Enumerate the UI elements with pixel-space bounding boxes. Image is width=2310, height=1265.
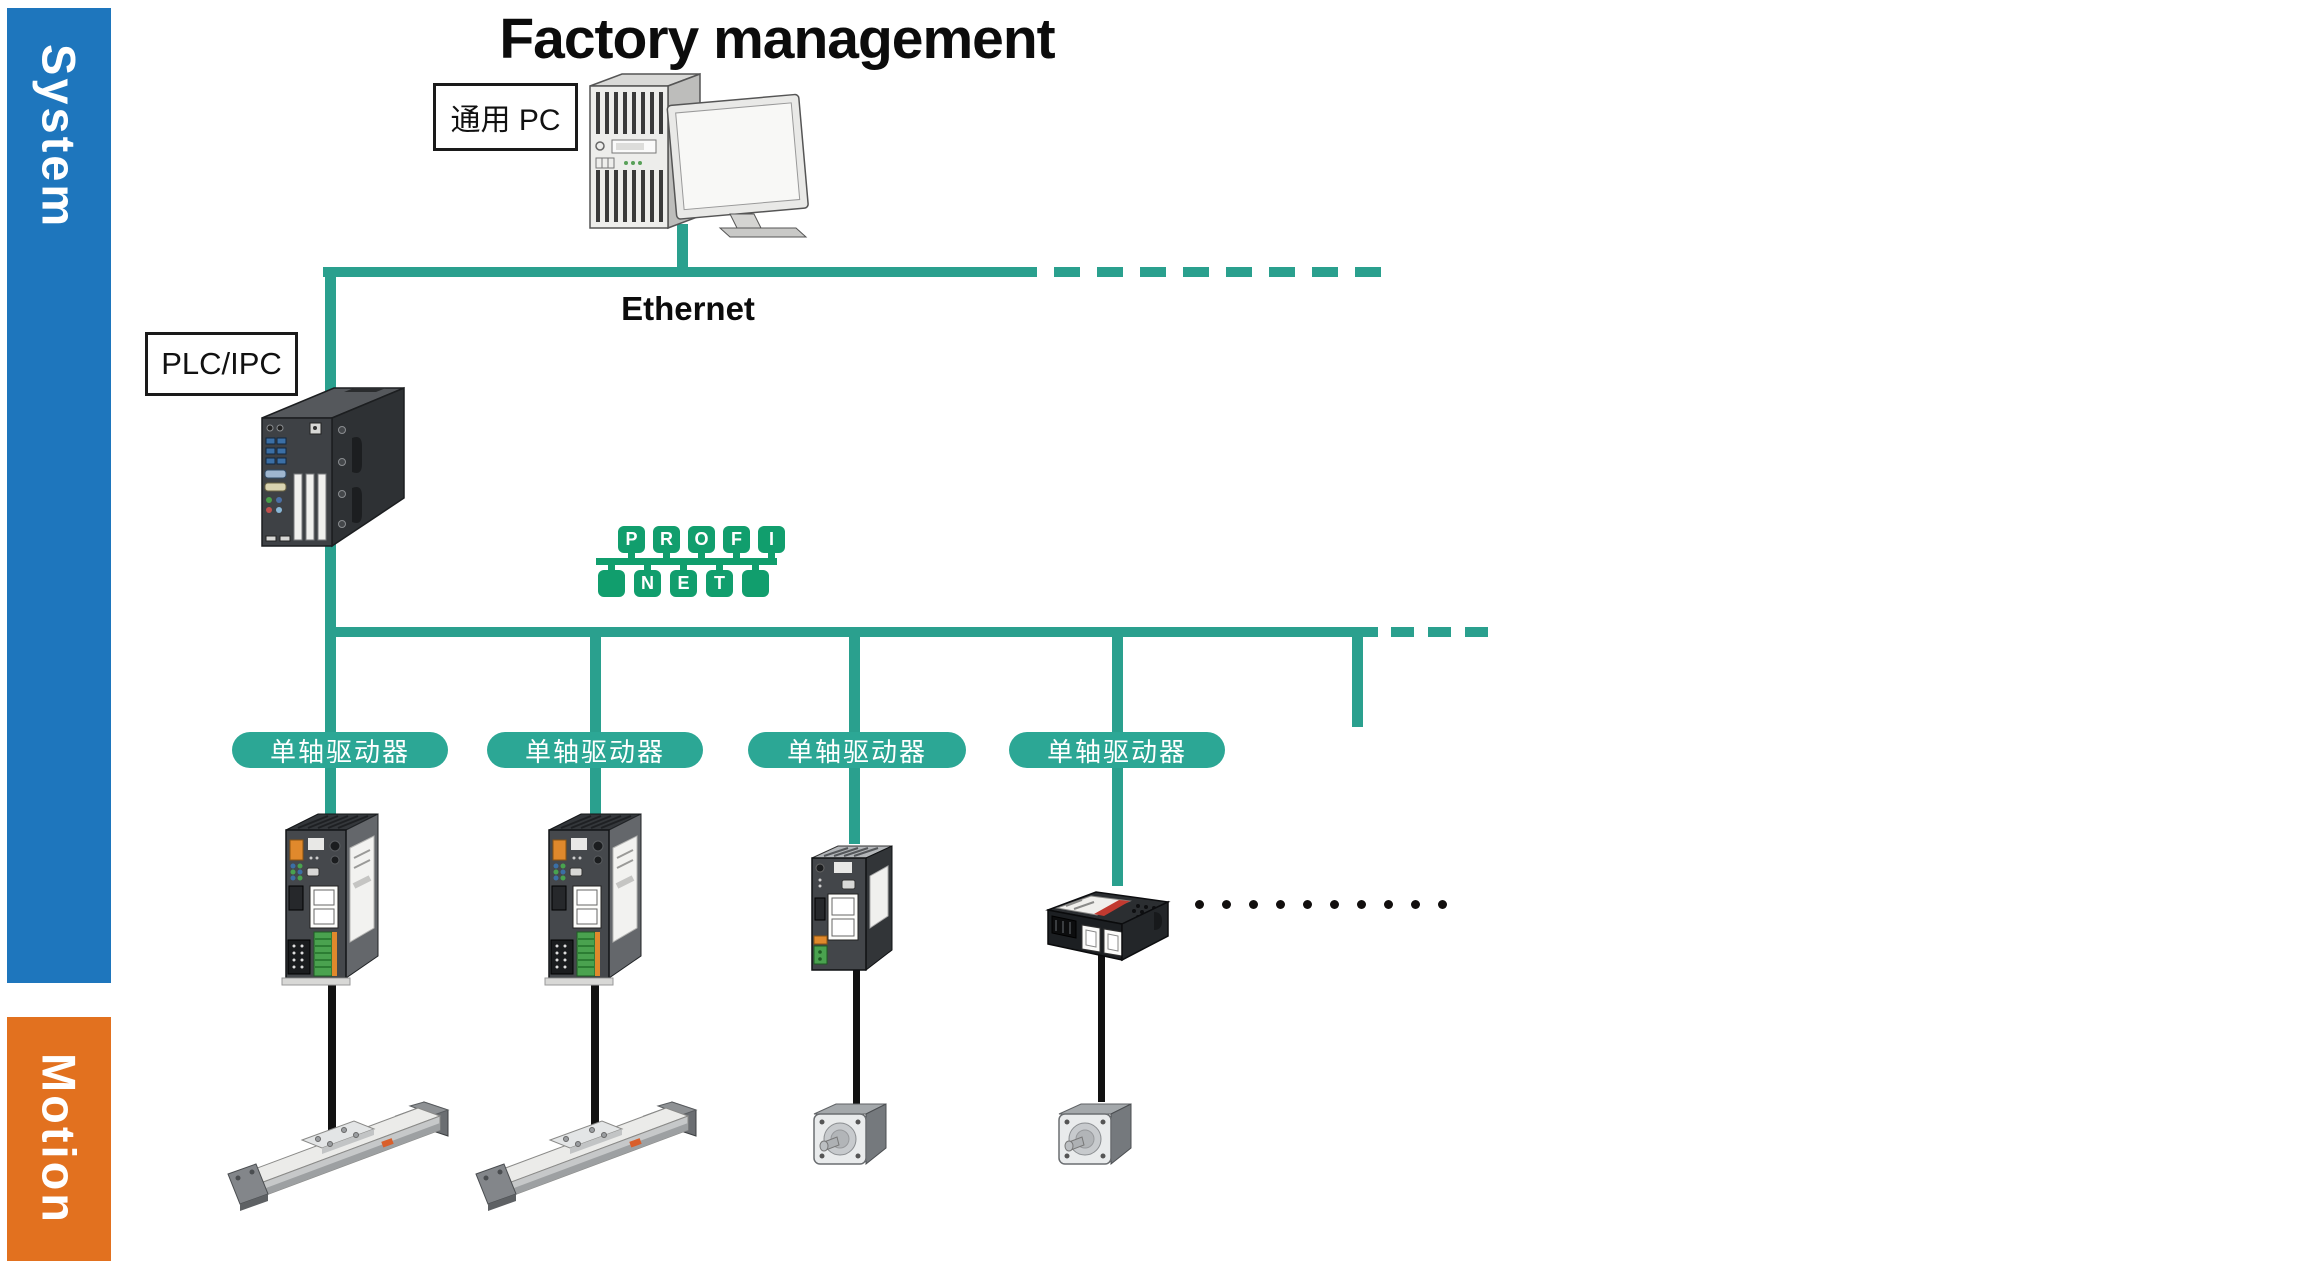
profinet-tile-blank1: [598, 570, 625, 597]
more-devices-ellipsis: [1195, 900, 1447, 909]
pc-drop-line: [677, 224, 688, 272]
axis1-motor-cable: [328, 978, 336, 1130]
stepper-motor3-illustration: [813, 1103, 887, 1166]
axis-driver-pill-4: 单轴驱动器: [1009, 732, 1225, 768]
ellipsis-dot: [1438, 900, 1447, 909]
axis-driver-pill-3: 单轴驱动器: [748, 732, 966, 768]
profinet-logo-bus-bar: [596, 558, 777, 565]
motion-sidebar: Motion: [7, 1017, 111, 1261]
profinet-tile-t: T: [706, 570, 733, 597]
spare-drop-stub-line: [1352, 632, 1363, 727]
ellipsis-dot: [1195, 900, 1204, 909]
compact-driver3-illustration: [811, 845, 893, 972]
servo-driver2-illustration: [544, 813, 642, 986]
servo-driver1-illustration: [281, 813, 379, 986]
ethernet-bus-line: [323, 267, 1037, 277]
axis-driver-pill-1: 单轴驱动器: [232, 732, 448, 768]
profinet-tile-o: O: [688, 526, 715, 553]
ellipsis-dot: [1411, 900, 1420, 909]
system-sidebar: System: [7, 8, 111, 983]
page-title: Factory management: [499, 7, 1055, 71]
plc-label-text: PLC/IPC: [161, 346, 282, 381]
profinet-tile-blank2: [742, 570, 769, 597]
ellipsis-dot: [1276, 900, 1285, 909]
axis-driver-pill-2: 单轴驱动器: [487, 732, 703, 768]
ellipsis-dot: [1222, 900, 1231, 909]
ellipsis-dot: [1357, 900, 1366, 909]
motion-sidebar-label: Motion: [32, 1053, 86, 1225]
linear-actuator2-illustration: [475, 1101, 698, 1211]
profinet-tile-n: N: [634, 570, 661, 597]
axis2-motor-cable: [591, 978, 599, 1130]
ellipsis-dot: [1303, 900, 1312, 909]
profinet-tile-f: F: [723, 526, 750, 553]
plc-label-box: PLC/IPC: [145, 332, 298, 396]
axis3-motor-cable: [853, 965, 860, 1105]
linear-actuator1-illustration: [227, 1101, 450, 1211]
network-module-driver4-illustration: [1045, 891, 1171, 962]
ethernet-label: Ethernet: [621, 290, 755, 327]
system-sidebar-label: System: [32, 44, 86, 230]
profinet-tile-e: E: [670, 570, 697, 597]
profinet-logo: P R O F I N E T: [596, 520, 796, 602]
pc-label-text: 通用 PC: [450, 104, 561, 137]
stepper-motor4-illustration: [1058, 1103, 1132, 1166]
profinet-tile-p: P: [618, 526, 645, 553]
general-pc-illustration: [589, 72, 809, 238]
ethernet-bus-dashed-extension: [1054, 267, 1381, 277]
driver2-drop-line: [590, 632, 601, 815]
pc-label-box: 通用 PC: [433, 83, 578, 151]
axis4-motor-cable: [1098, 950, 1105, 1102]
ellipsis-dot: [1384, 900, 1393, 909]
plc-ipc-illustration: [261, 386, 405, 548]
ellipsis-dot: [1330, 900, 1339, 909]
ellipsis-dot: [1249, 900, 1258, 909]
profinet-tile-i: I: [758, 526, 785, 553]
profinet-bus-dashed-extension: [1391, 627, 1488, 637]
profinet-tile-r: R: [653, 526, 680, 553]
